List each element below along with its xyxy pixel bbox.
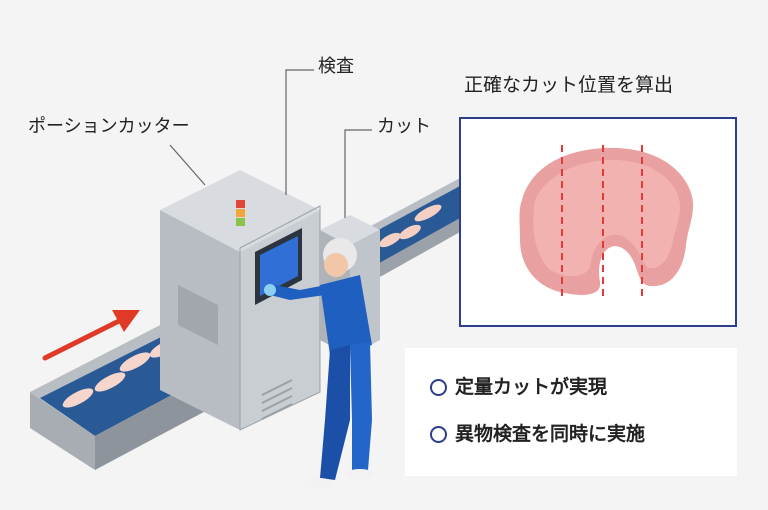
circle-bullet-icon — [430, 379, 447, 396]
meat-piece — [399, 224, 421, 240]
leader-line-cut — [344, 129, 372, 218]
meat-piece — [94, 372, 126, 392]
meat-piece — [119, 352, 151, 372]
label-calc-title: 正確なカット位置を算出 — [464, 74, 674, 96]
label-portion-cutter: ポーションカッター — [28, 116, 190, 137]
meat-piece — [414, 204, 442, 222]
circle-bullet-icon — [430, 426, 447, 443]
meat-piece — [379, 232, 401, 248]
feature-item: 定量カットが実現 — [430, 378, 607, 397]
signal-light-orange — [236, 209, 245, 217]
signal-light-green — [236, 218, 245, 226]
direction-arrow-icon — [42, 310, 140, 361]
label-inspection: 検査 — [318, 56, 354, 77]
leader-line-inspection — [285, 69, 314, 195]
leader-line-portion-cutter — [169, 144, 206, 186]
label-cut: カット — [377, 116, 431, 137]
worker-figure — [264, 238, 374, 488]
meat-piece — [62, 388, 94, 408]
signal-light-red — [236, 200, 245, 208]
feature-text: 定量カットが実現 — [455, 376, 608, 398]
feature-item: 異物検査を同時に実施 — [430, 425, 645, 444]
cut-lines — [561, 145, 643, 300]
features-box — [405, 348, 737, 476]
feature-text: 異物検査を同時に実施 — [455, 423, 646, 445]
touch-screen — [260, 236, 298, 296]
